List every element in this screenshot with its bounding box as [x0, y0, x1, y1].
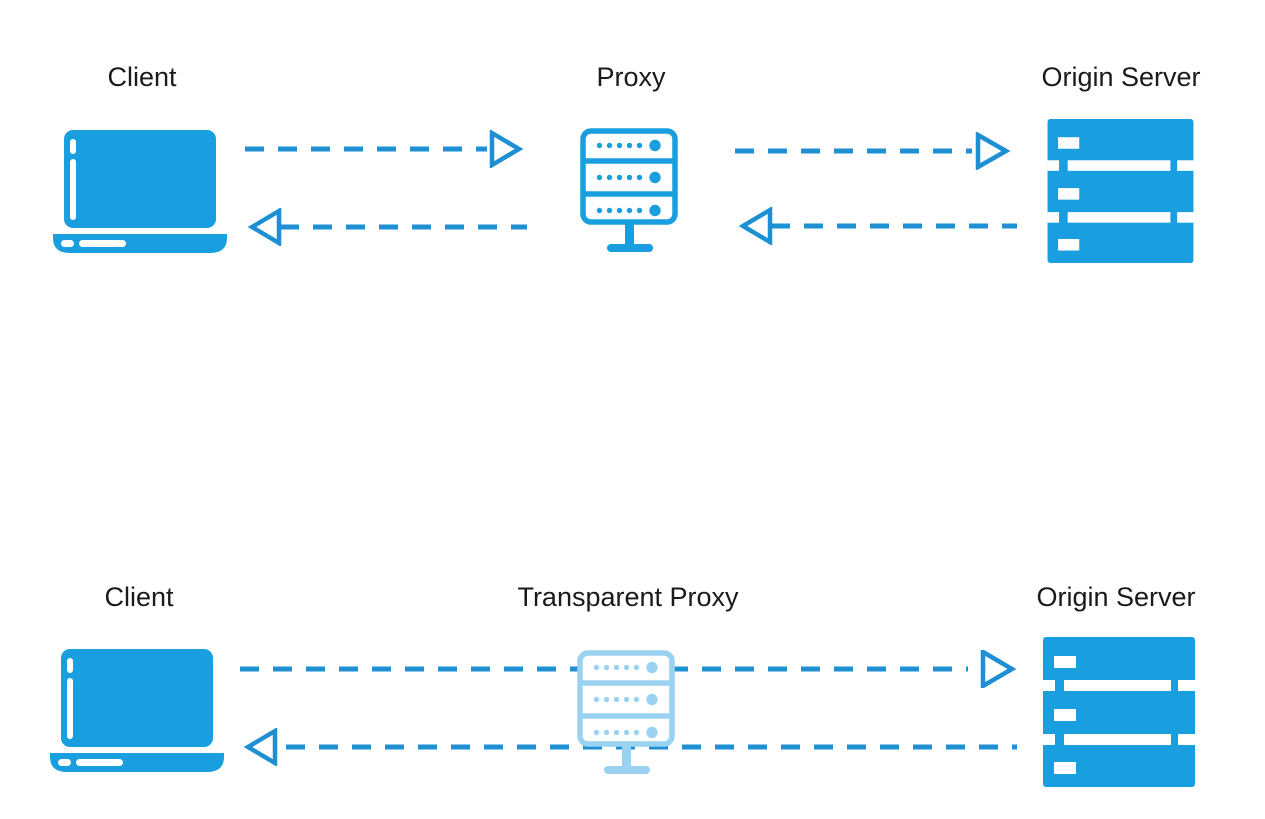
server-rack-icon: [1043, 637, 1195, 787]
arrow-client-to-proxy: [245, 130, 524, 168]
top-proxy-label: Proxy: [596, 62, 666, 92]
laptop-icon: [50, 649, 224, 772]
top-origin-server-label: Origin Server: [1041, 62, 1201, 92]
transparent-server-tower-icon: [577, 650, 675, 774]
arrow-proxy-to-origin: [735, 132, 1011, 170]
arrow-origin-to-client: [243, 728, 1017, 766]
server-rack-icon: [1047, 119, 1194, 263]
arrow-origin-to-proxy: [738, 207, 1017, 245]
bottom-client-label: Client: [104, 582, 174, 612]
top-client-label: Client: [107, 62, 177, 92]
server-tower-icon: [580, 128, 678, 252]
bottom-transparent-proxy-label: Transparent Proxy: [517, 582, 739, 612]
bottom-origin-server-label: Origin Server: [1036, 582, 1196, 612]
laptop-icon: [53, 130, 227, 253]
arrow-proxy-to-client: [247, 208, 527, 246]
